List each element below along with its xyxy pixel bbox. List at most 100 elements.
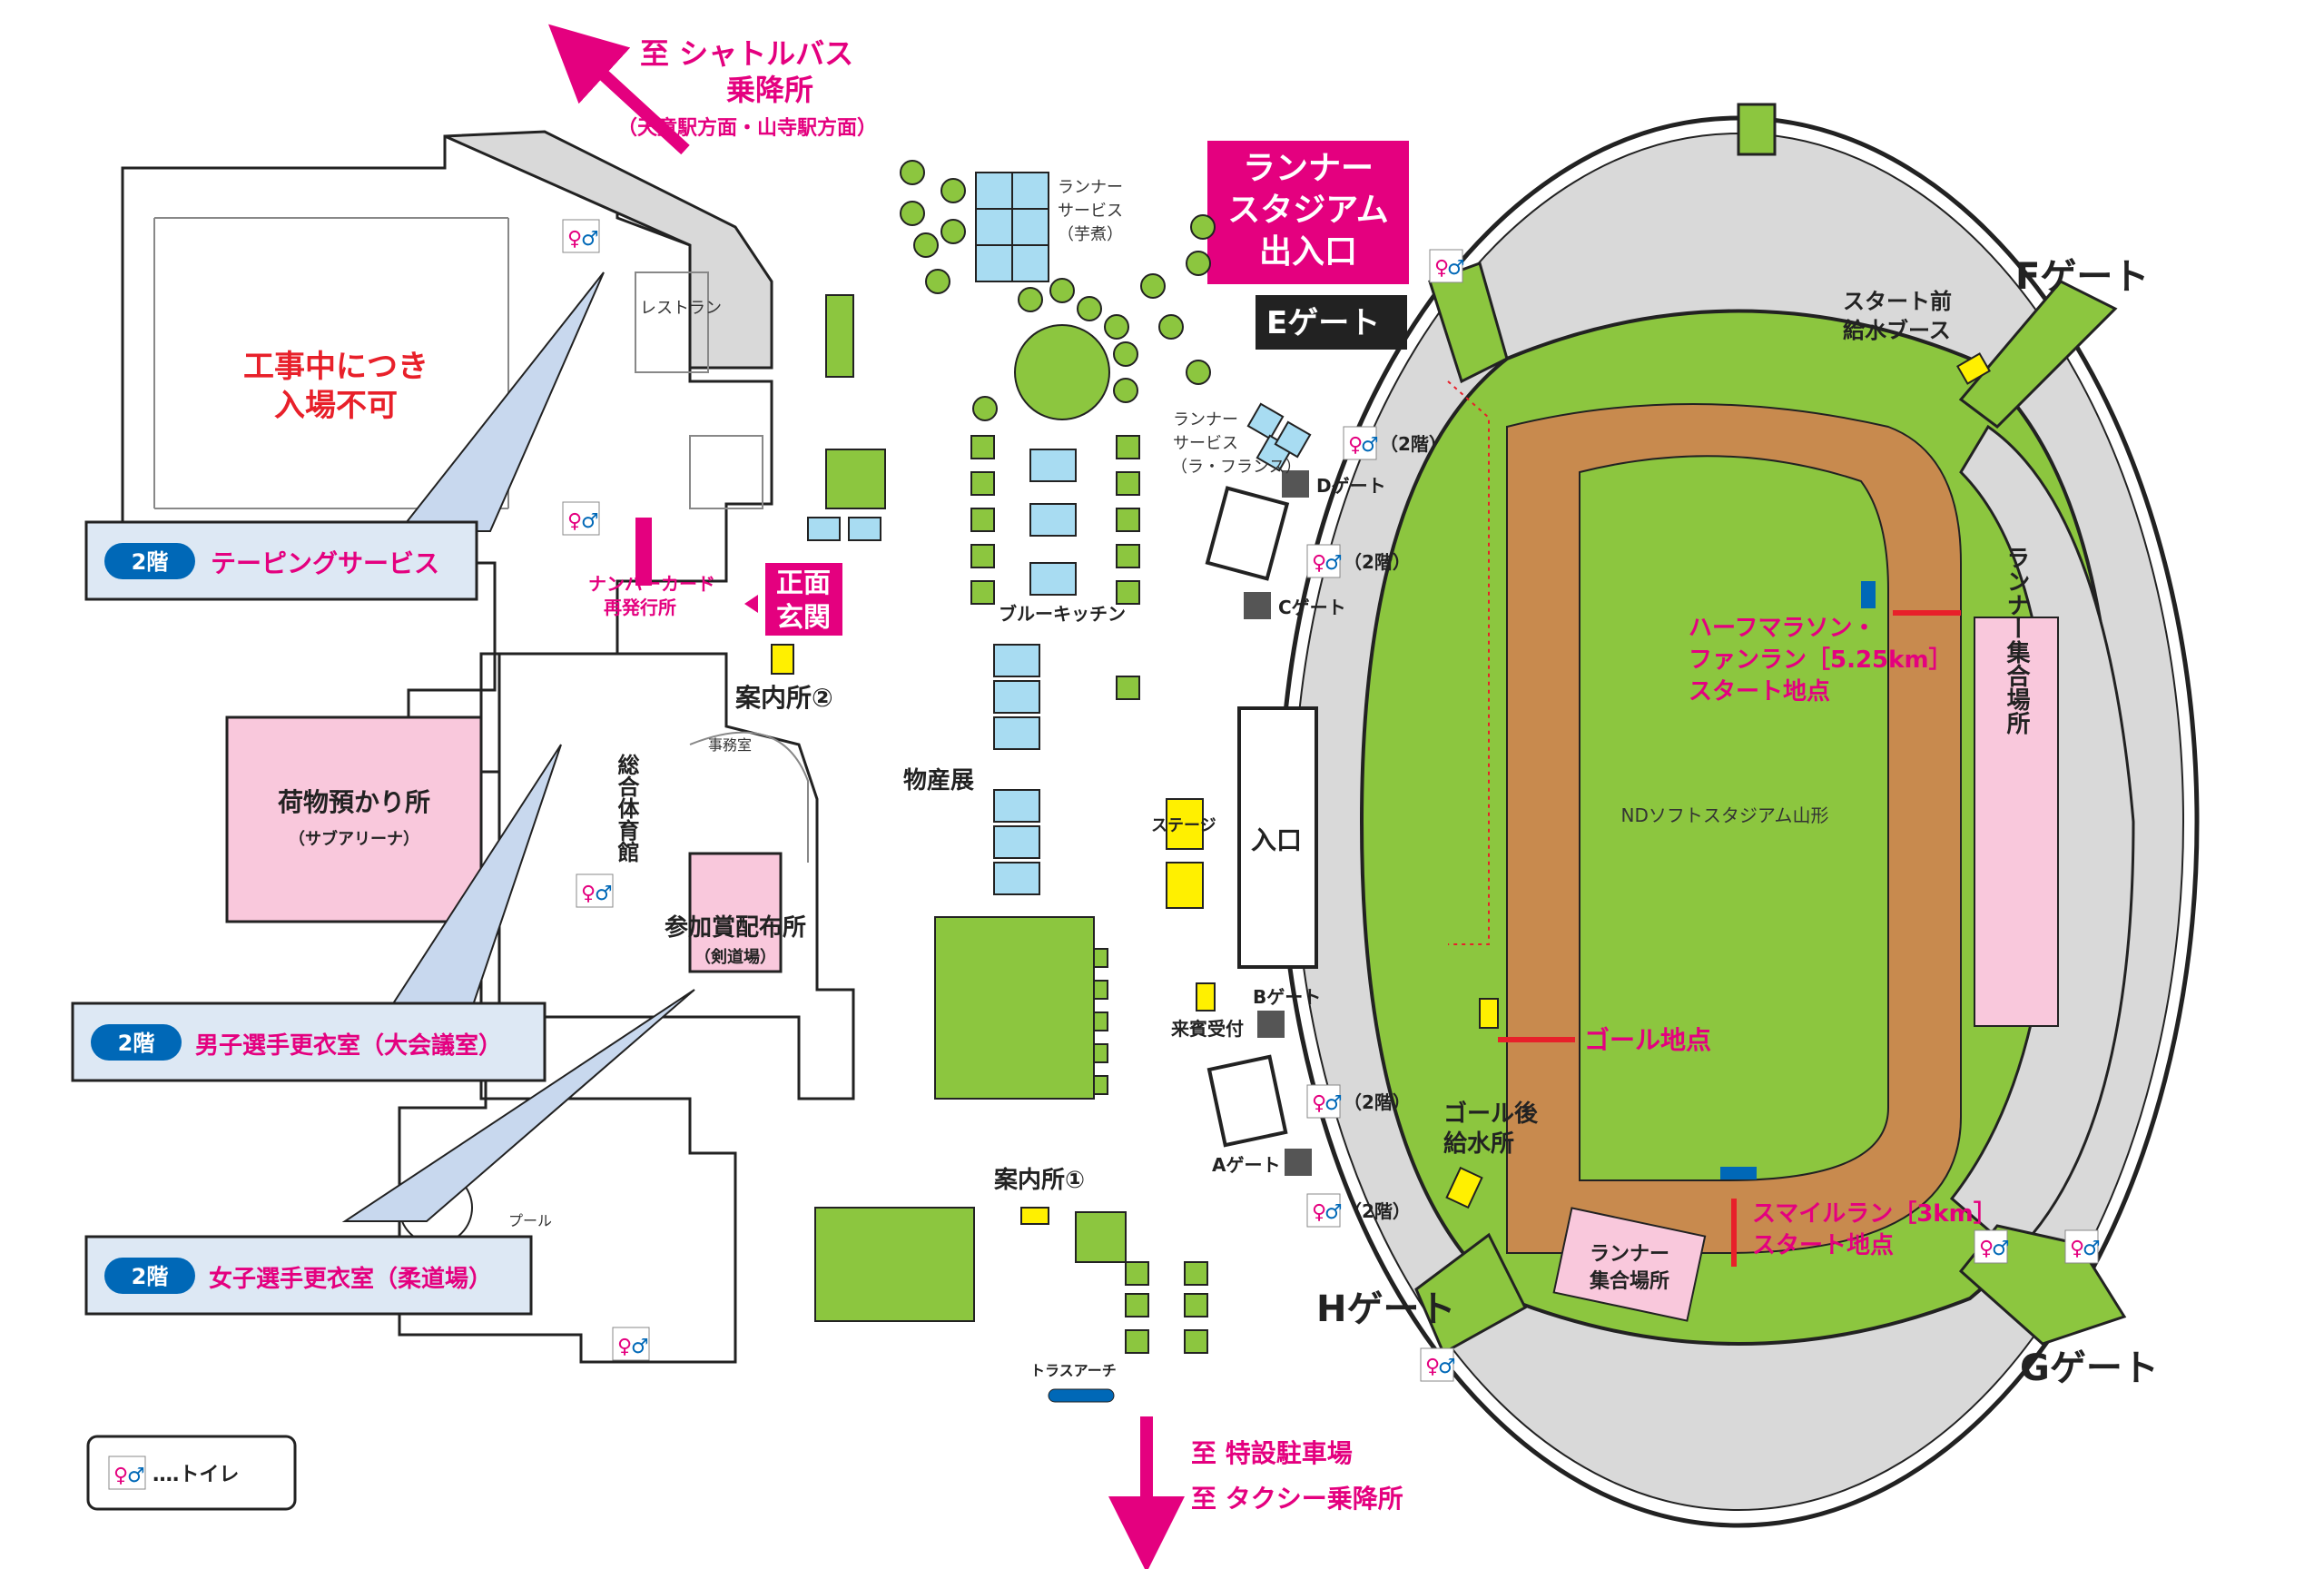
arrow-to-parking: 至 特設駐車場 至 タクシー乗降所 [1108,1416,1403,1569]
toilet-icon: ♀♂ [108,1456,146,1490]
svg-text:乗降所: 乗降所 [726,73,813,107]
toilet-icon: ♀♂ [1974,1229,2010,1264]
svg-text:サービス: サービス [1058,202,1123,221]
svg-text:♀: ♀ [1979,1238,1994,1260]
a-gate-label: Aゲート [1212,1154,1280,1176]
number-card-marker [635,518,652,586]
f-gate-label: Fゲート [2015,256,2149,298]
svg-text:（ラ・フランス）: （ラ・フランス） [1171,458,1302,477]
stadium-name: NDソフトスタジアム山形 [1621,804,1829,826]
half-start-label-2: ファンラン［5.25km］ [1689,646,1953,674]
floor2-label: （2階） [1380,433,1447,455]
svg-text:（天童駅方面・山寺駅方面）: （天童駅方面・山寺駅方面） [617,116,877,140]
e-gate-wedge [1428,262,1509,384]
svg-text:♀: ♀ [567,228,582,251]
female-room-label: 女子選手更衣室（柔道場） [209,1265,492,1293]
baggage-label: 荷物預かり所 [278,787,430,817]
svg-text:‥‥トイレ: ‥‥トイレ [153,1464,239,1486]
svg-text:♀: ♀ [1348,434,1363,457]
b-gate-label: Bゲート [1253,986,1321,1008]
blue-kitchen-label: ブルーキッチン [999,603,1126,625]
toilet-icon: ♀♂ [2064,1229,2101,1264]
e-gate-label: Eゲート [1266,305,1380,341]
svg-text:♂: ♂ [581,228,599,251]
svg-text:♀: ♀ [1425,1356,1440,1378]
start-water-label-2: 給水ブース [1843,318,1951,343]
male-room-label: 男子選手更衣室（大会議室） [195,1031,502,1060]
svg-text:♀: ♀ [581,883,596,905]
svg-text:玄関: 玄関 [776,602,831,634]
svg-text:2階: 2階 [118,1031,155,1056]
svg-text:♀: ♀ [113,1465,128,1487]
gym-building [121,130,855,1364]
half-start-label-1: ハーフマラソン・ [1689,615,1876,642]
stage-label: ステージ [1151,816,1216,835]
number-card-label-2: 再発行所 [604,597,676,618]
toilet-icon: ♀♂ [1429,249,1465,283]
h-gate-label: Hゲート [1316,1288,1455,1330]
svg-text:2階: 2階 [132,549,169,575]
svg-text:♂: ♂ [1324,552,1343,575]
svg-text:出入口: 出入口 [1259,233,1357,271]
svg-text:♂: ♂ [1447,257,1465,280]
number-card-label-1: ナンバーカード [588,573,715,595]
svg-text:至 シャトルバス: 至 シャトルバス [640,36,853,71]
stadium: ランナー集合場所 ランナー 集合場所 NDソフトスタジアム山形 ハーフマラソン・… [1277,103,2200,1528]
svg-text:（芋煮）: （芋煮） [1058,225,1123,244]
runner-assembly-right-label: ランナー集合場所 [2003,546,2031,735]
svg-text:至 特設駐車場: 至 特設駐車場 [1191,1438,1353,1468]
under-construction-label-2: 入場不可 [274,388,398,424]
svg-text:♂: ♂ [1324,1092,1343,1115]
center-plaza: ランナー サービス （芋煮） ランナー サービス （ラ・フランス） [807,160,1312,1403]
svg-text:正面: 正面 [776,567,831,599]
svg-text:至 タクシー乗降所: 至 タクシー乗降所 [1191,1484,1403,1514]
goal-label: ゴール地点 [1584,1025,1711,1055]
svg-text:♀: ♀ [1312,1092,1326,1115]
c-gate-label: Cゲート [1278,597,1346,618]
svg-text:♀: ♀ [1312,552,1326,575]
info-1-label: 案内所① [993,1166,1085,1194]
svg-text:ランナー: ランナー [1243,150,1374,187]
svg-text:♂: ♂ [2083,1238,2101,1260]
west-entrance [1237,706,1318,969]
toilet-icon: ♀♂ [562,501,600,536]
after-goal-water-label-2: 給水所 [1443,1130,1514,1158]
toilet-icon: ♀♂ [612,1327,650,1361]
runner-stadium-entrance-sign: ランナー スタジアム 出入口 Eゲート [1207,141,1409,350]
toilet-icon: ♀♂ [1343,426,1379,460]
infield [1579,455,1889,1181]
bussanten-label: 物産展 [903,766,974,794]
office-label: 事務室 [708,736,752,754]
svg-text:ランナー: ランナー [1173,410,1238,429]
callout-female-room: 2階 女子選手更衣室（柔道場） [84,1235,533,1316]
callout-taping: 2階 テーピングサービス [84,520,478,601]
toilet-icon: ♀♂ [1306,544,1343,578]
svg-text:♀: ♀ [567,510,582,533]
visitor-reception-label: 来賓受付 [1170,1018,1244,1040]
toilet-icon: ♀♂ [1306,1193,1343,1228]
half-start-label-3: スタート地点 [1689,677,1830,706]
runner-service-imoni-tents [975,172,1049,282]
prize-label: 参加賞配布所 [665,913,806,942]
smile-start-label-2: スタート地点 [1752,1231,1894,1259]
svg-text:♂: ♂ [127,1465,145,1487]
after-goal-water-label-1: ゴール後 [1443,1100,1539,1128]
toilet-icon: ♀♂ [1420,1347,1456,1382]
toilet-icon: ♀♂ [1306,1084,1343,1119]
smile-start-label-1: スマイルラン［3km］ [1752,1200,1997,1228]
floor2-label: （2階） [1344,1091,1411,1113]
floor2-label: （2階） [1344,1200,1411,1222]
blue-kitchen-tents [807,449,1077,895]
g-gate-label: Gゲート [2020,1347,2159,1389]
taping-label: テーピングサービス [211,548,439,578]
d-gate-label: Dゲート [1316,475,1386,497]
floor2-label: （2階） [1344,551,1411,573]
runner-assembly-bottom-label-2: 集合場所 [1589,1269,1669,1293]
north-gate [1737,103,1777,156]
pool-label: プール [508,1212,552,1229]
runner-assembly-bottom-label-1: ランナー [1590,1243,1669,1266]
svg-text:♂: ♂ [1361,434,1379,457]
under-construction-label-1: 工事中につき [243,349,428,385]
baggage-sub-label: （サブアリーナ） [289,829,419,849]
